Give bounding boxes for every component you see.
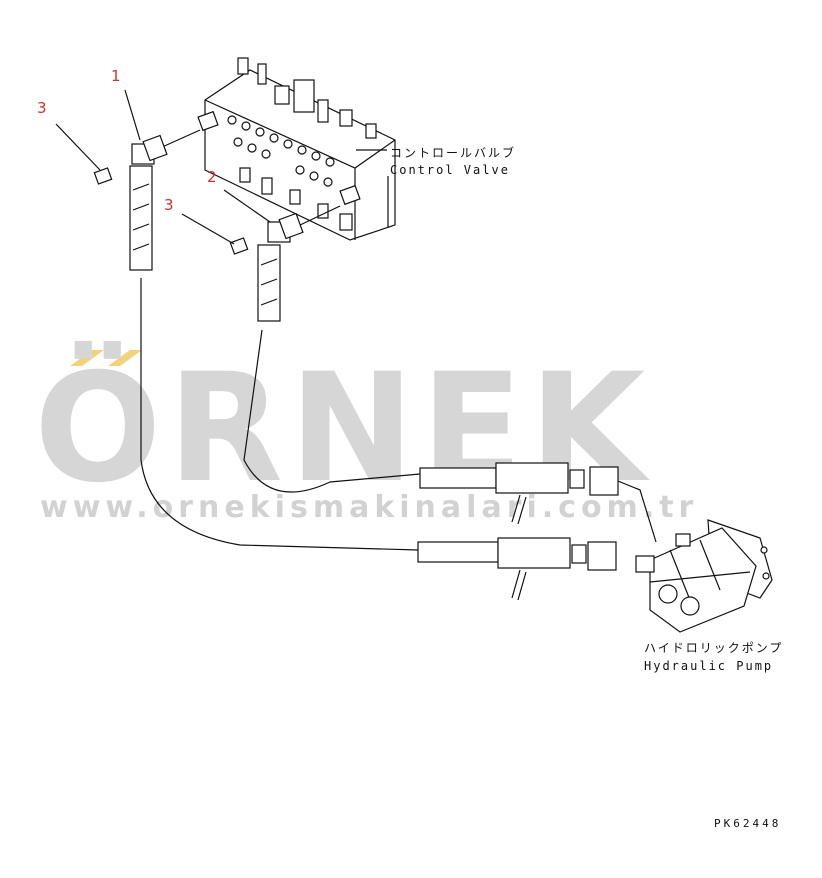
hose-2 [243, 205, 657, 543]
watermark-accent-mark [70, 350, 104, 366]
callout-2: 2 [207, 168, 217, 186]
control-valve-illustration [197, 57, 396, 241]
hose-1 [129, 129, 617, 601]
watermark: ÖRNEK www.ornekismakinalari.com.tr [34, 340, 698, 525]
callout-3: 3 [37, 99, 47, 117]
callout-1: 1 [111, 67, 121, 85]
watermark-accent-mark [108, 350, 142, 366]
callout-3-lower: 3 [164, 196, 174, 214]
leader-lines [55, 89, 389, 245]
hydraulic-pump-label-jp: ハイドロリックポンプ [644, 641, 783, 655]
hydraulic-pump-label-en: Hydraulic Pump [644, 659, 773, 673]
hydraulic-pump-illustration [635, 519, 773, 633]
watermark-url: www.ornekismakinalari.com.tr [40, 490, 698, 525]
control-valve-label-en: Control Valve [390, 163, 510, 177]
drawing-code: PK62448 [714, 817, 781, 830]
bolt-item-3 [93, 167, 249, 255]
control-valve-label-jp: コントロールバルブ [390, 145, 516, 160]
